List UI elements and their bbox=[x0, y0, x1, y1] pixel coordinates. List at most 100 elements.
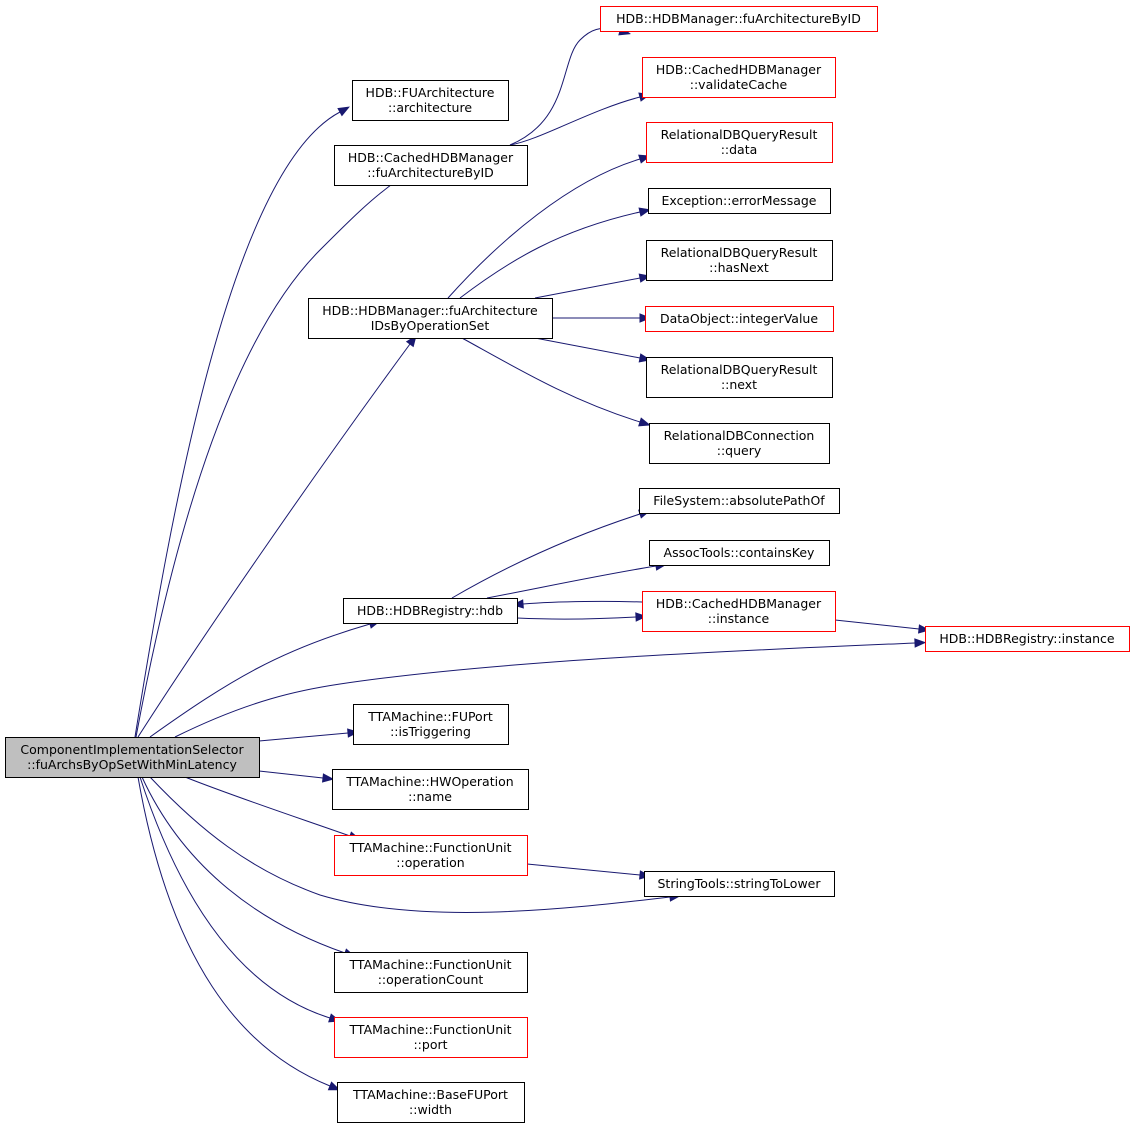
node-label-line: RelationalDBQueryResult bbox=[661, 362, 818, 377]
node-label-line: AssocTools::containsKey bbox=[664, 545, 815, 560]
arrowhead-icon bbox=[917, 624, 931, 634]
node-box bbox=[334, 1017, 528, 1058]
node-box bbox=[352, 80, 509, 121]
call-edge-n_fu_operation-to-n_stringToLower bbox=[526, 863, 652, 880]
node-cached-instance[interactable]: HDB::CachedHDBManager::instance bbox=[642, 591, 836, 632]
node-box bbox=[649, 423, 830, 464]
node-box bbox=[648, 188, 831, 214]
call-edge-root-to-n_hwop_name bbox=[258, 770, 335, 783]
node-label-line: HDB::HDBRegistry::hdb bbox=[357, 603, 503, 618]
node-hwop-name[interactable]: TTAMachine::HWOperation::name bbox=[332, 769, 529, 810]
node-label-line: TTAMachine::FunctionUnit bbox=[349, 957, 512, 972]
call-edge-n_cached_instance-to-n_registry_hdb bbox=[511, 599, 643, 609]
call-edge-n_fuArchIDsByOpSet-to-n_rdqr_next bbox=[534, 337, 652, 363]
arrowhead-icon bbox=[914, 638, 927, 648]
node-label-line: ::width bbox=[409, 1102, 452, 1117]
call-edge-n_cached_fuArchitectureByID-to-n_validateCache bbox=[509, 92, 651, 146]
arrowhead-icon bbox=[321, 773, 335, 783]
node-fuarch-architecture[interactable]: HDB::FUArchitecture::architecture bbox=[352, 80, 509, 121]
node-label-line: ::next bbox=[721, 377, 757, 392]
node-label-line: ::architecture bbox=[388, 100, 472, 115]
arrowhead-icon bbox=[337, 106, 350, 117]
edge-line bbox=[134, 111, 341, 738]
call-edge-n_fuArchIDsByOpSet-to-n_errorMessage bbox=[459, 207, 652, 299]
node-label-line: ComponentImplementationSelector bbox=[20, 742, 244, 757]
node-label-line: ::query bbox=[717, 443, 762, 458]
node-label-line: TTAMachine::BaseFUPort bbox=[352, 1087, 508, 1102]
node-label-line: StringTools::stringToLower bbox=[657, 876, 821, 891]
call-edge-n_fuArchIDsByOpSet-to-n_rdqr_hasNext bbox=[534, 273, 652, 299]
node-label-line: HDB::FUArchitecture bbox=[366, 85, 495, 100]
node-errorMessage[interactable]: Exception::errorMessage bbox=[648, 188, 831, 214]
node-box bbox=[642, 591, 836, 632]
call-edge-root-to-n_basefuport_width bbox=[137, 776, 341, 1091]
node-label-line: ::operationCount bbox=[378, 972, 484, 987]
node-box bbox=[639, 488, 840, 514]
edge-line bbox=[451, 513, 641, 599]
node-registry-instance[interactable]: HDB::HDBRegistry::instance bbox=[925, 626, 1130, 652]
call-edge-root-to-n_fuarch_architecture bbox=[134, 106, 350, 738]
edge-line bbox=[174, 642, 916, 738]
node-box bbox=[649, 540, 830, 566]
edge-line bbox=[184, 776, 351, 837]
node-label-line: HDB::CachedHDBManager bbox=[348, 150, 514, 165]
node-rdqr-hasNext[interactable]: RelationalDBQueryResult::hasNext bbox=[646, 240, 833, 281]
node-label-line: RelationalDBQueryResult bbox=[661, 127, 818, 142]
node-fu-port[interactable]: TTAMachine::FunctionUnit::port bbox=[334, 1017, 528, 1058]
edge-line bbox=[534, 277, 641, 299]
edge-line bbox=[522, 600, 643, 605]
node-box bbox=[646, 357, 833, 398]
edge-line bbox=[486, 565, 657, 599]
node-label-line: ::fuArchitectureByID bbox=[367, 165, 494, 180]
edge-line bbox=[149, 776, 671, 913]
node-root[interactable]: ComponentImplementationSelector::fuArchs… bbox=[5, 737, 260, 778]
node-basefuport-width[interactable]: TTAMachine::BaseFUPort::width bbox=[337, 1082, 525, 1123]
call-edge-root-to-n_registry_instance bbox=[174, 638, 927, 738]
node-integerValue[interactable]: DataObject::integerValue bbox=[645, 306, 834, 332]
node-box bbox=[646, 240, 833, 281]
edge-line bbox=[509, 27, 621, 146]
node-box bbox=[645, 306, 834, 332]
node-label-line: ::fuArchsByOpSetWithMinLatency bbox=[27, 757, 237, 772]
node-rdc-query[interactable]: RelationalDBConnection::query bbox=[649, 423, 830, 464]
node-label-line: TTAMachine::HWOperation bbox=[345, 774, 513, 789]
node-box bbox=[308, 298, 553, 339]
call-edge-n_registry_hdb-to-n_containsKey bbox=[486, 561, 668, 599]
node-isTriggering[interactable]: TTAMachine::FUPort::isTriggering bbox=[353, 704, 509, 745]
node-rdqr-next[interactable]: RelationalDBQueryResult::next bbox=[646, 357, 833, 398]
node-label-line: ::port bbox=[413, 1037, 447, 1052]
node-box bbox=[642, 57, 836, 98]
node-box bbox=[332, 769, 529, 810]
call-edge-n_cached_instance-to-n_registry_instance bbox=[834, 619, 931, 634]
edge-line bbox=[447, 158, 641, 299]
node-cached-fuArchitectureByID[interactable]: HDB::CachedHDBManager::fuArchitectureByI… bbox=[334, 145, 528, 186]
node-operationCount[interactable]: TTAMachine::FunctionUnit::operationCount bbox=[334, 952, 528, 993]
arrowhead-icon bbox=[638, 417, 651, 427]
edge-line bbox=[258, 770, 324, 779]
node-registry-hdb[interactable]: HDB::HDBRegistry::hdb bbox=[343, 598, 518, 624]
node-fu-operation[interactable]: TTAMachine::FunctionUnit::operation bbox=[334, 835, 528, 876]
edge-line bbox=[834, 619, 920, 630]
call-edge-n_registry_hdb-to-n_cached_instance bbox=[516, 612, 648, 622]
edge-line bbox=[149, 623, 371, 738]
node-fuArchIDsByOpSet[interactable]: HDB::HDBManager::fuArchitectureIDsByOper… bbox=[308, 298, 553, 339]
call-edge-n_fuArchIDsByOpSet-to-n_integerValue bbox=[552, 313, 652, 323]
node-absolutePathOf[interactable]: FileSystem::absolutePathOf bbox=[639, 488, 840, 514]
node-fuArchitectureByID-top[interactable]: HDB::HDBManager::fuArchitectureByID bbox=[600, 6, 878, 32]
node-box bbox=[353, 704, 509, 745]
edge-line bbox=[534, 337, 641, 359]
call-edge-root-to-n_operationCount bbox=[141, 776, 356, 958]
node-stringToLower[interactable]: StringTools::stringToLower bbox=[644, 871, 835, 897]
node-label-line: ::validateCache bbox=[690, 77, 788, 92]
node-rdqr-data[interactable]: RelationalDBQueryResult::data bbox=[646, 122, 833, 163]
node-validateCache[interactable]: HDB::CachedHDBManager::validateCache bbox=[642, 57, 836, 98]
node-label-line: TTAMachine::FUPort bbox=[367, 709, 493, 724]
call-edge-root-to-n_cached_fuArchitectureByID bbox=[135, 175, 405, 738]
node-box bbox=[334, 145, 528, 186]
node-box bbox=[925, 626, 1130, 652]
call-edge-root-to-n_isTriggering bbox=[258, 728, 360, 742]
edge-line bbox=[526, 863, 641, 876]
node-containsKey[interactable]: AssocTools::containsKey bbox=[649, 540, 830, 566]
node-box bbox=[337, 1082, 525, 1123]
